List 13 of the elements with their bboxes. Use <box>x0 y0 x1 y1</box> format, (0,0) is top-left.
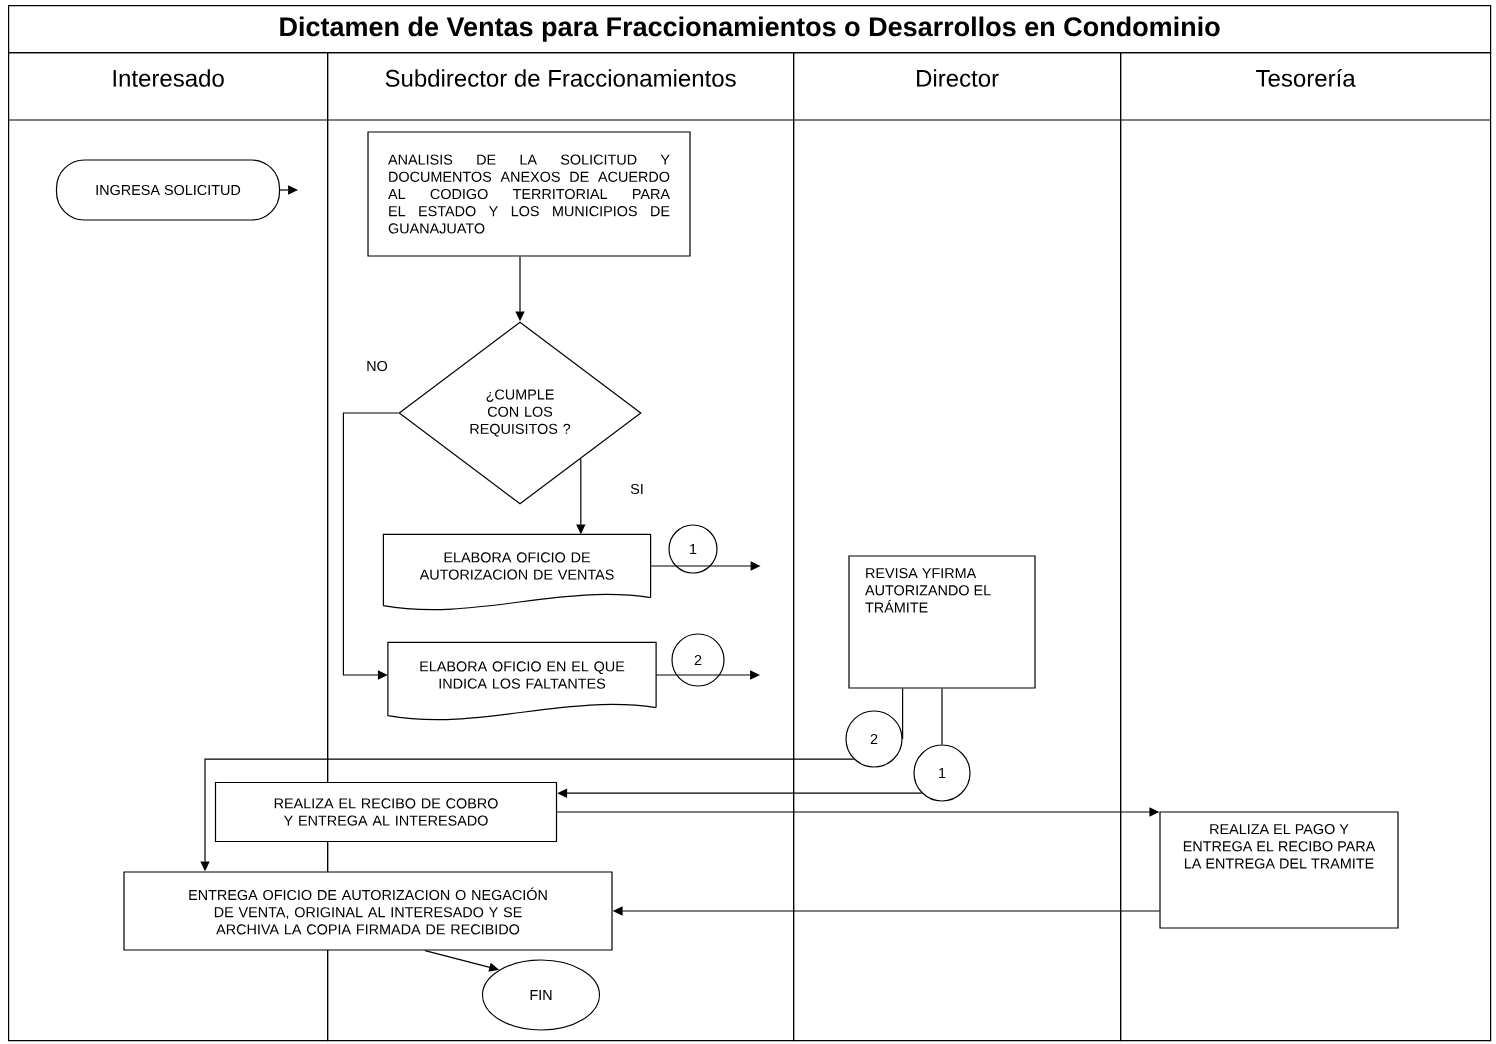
title-bar: Dictamen de Ventas para Fraccionamientos o Desarrollos en Condominio <box>8 5 1492 54</box>
arrow <box>342 412 399 680</box>
process-box: REALIZA EL RECIBO DE COBRO Y ENTREGA AL INTERESADO <box>214 781 558 843</box>
process-box: ENTREGA OFICIO DE AUTORIZACION O NEGACIÓN DE VENTA, ORIGINAL AL INTERESADO Y SE ARCHIVA LA COPIA FIRMADA DE RECIBIDO <box>123 871 613 951</box>
arrow <box>557 788 923 798</box>
document-shape: ELABORA OFICIO EN EL QUE INDICA LOS FALTANTES <box>387 641 657 721</box>
process-box: REVISA YFIRMA AUTORIZANDO EL TRÁMITE <box>848 555 1036 689</box>
start-terminator: INGRESA SOLICITUD <box>55 159 281 221</box>
end-terminator: FIN <box>481 959 601 1031</box>
process-box: REALIZA EL PAGO Y ENTREGA EL RECIBO PARA LA ENTREGA DEL TRAMITE <box>1159 811 1399 929</box>
process-box: ANALISIS DE LA SOLICITUD Y DOCUMENTOS ANEXOS DE ACUERDO AL CODIGO TERRITORIAL PARA EL ESTADO Y LOS MUNICIPIOS DE GUANAJUATO <box>367 131 691 257</box>
edge-label: NO <box>364 358 390 374</box>
document-shape: ELABORA OFICIO DE AUTORIZACION DE VENTAS <box>382 533 652 611</box>
